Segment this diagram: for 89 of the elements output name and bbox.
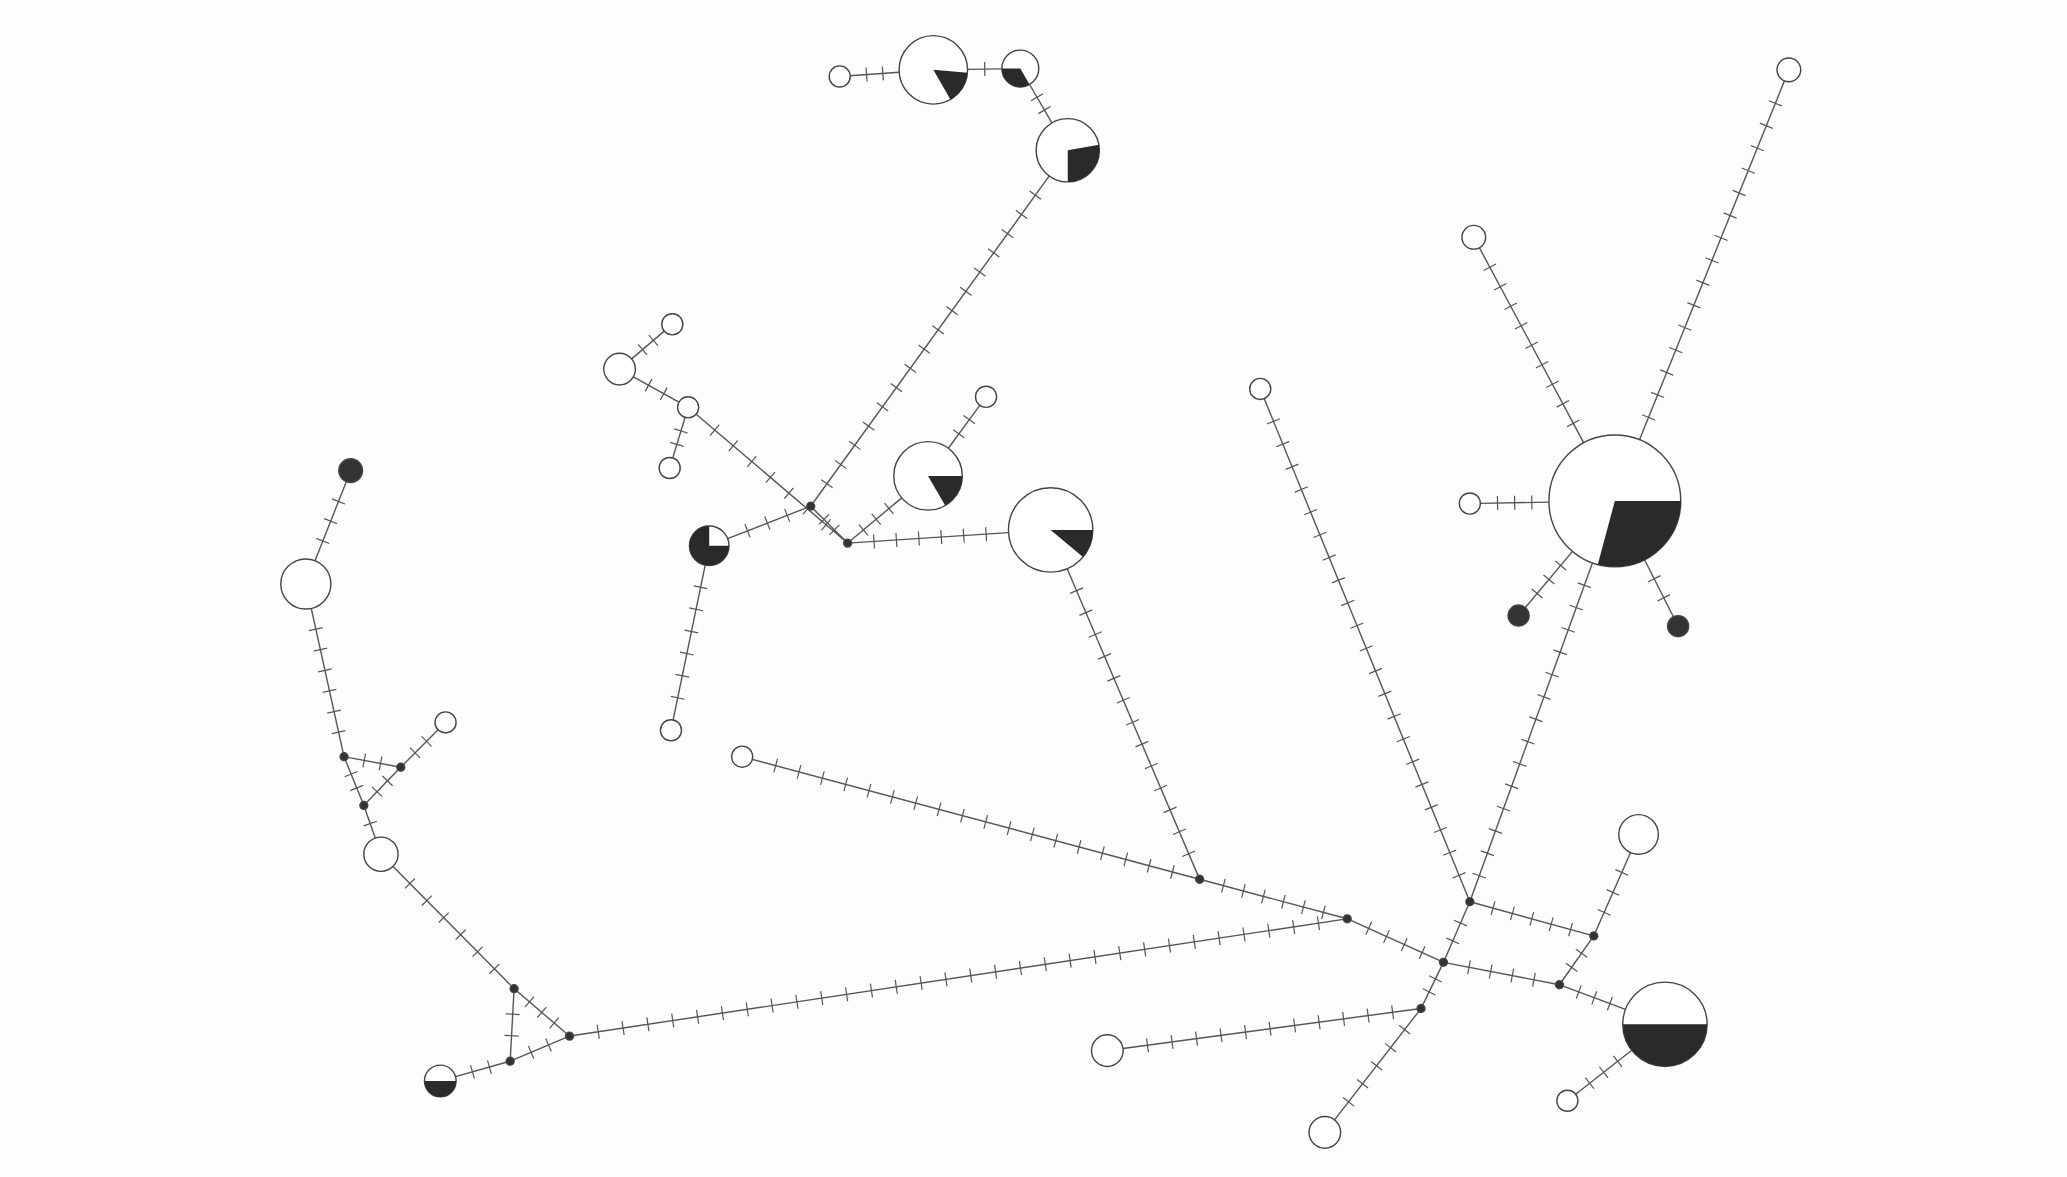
haplotype-pie-circle: [423, 1064, 457, 1098]
mutation-edge: [695, 413, 846, 542]
mutation-edge: [1562, 984, 1627, 1011]
median-vector-dot: [1416, 1003, 1426, 1014]
mutation-edge: [1561, 938, 1593, 983]
mutation-edge: [1263, 397, 1470, 899]
mutation-edge: [1575, 1049, 1633, 1095]
haplotype-pie-circle: [1001, 49, 1040, 88]
haplotype-pie-circle: [280, 558, 332, 610]
median-vector-dot: [509, 984, 519, 994]
mutation-edge: [572, 915, 1345, 1040]
haplotype-pie-circle: [1548, 434, 1682, 568]
mutation-edge: [1333, 1010, 1420, 1121]
haplotype-dot: [1666, 614, 1690, 638]
haplotype-pie-circle: [974, 385, 998, 409]
mutation-edge: [849, 65, 900, 83]
mutation-edge: [632, 376, 680, 403]
mutation-edge: [670, 564, 709, 721]
median-vector-dot: [1438, 957, 1449, 967]
mutation-edge: [1444, 904, 1469, 960]
mutation-edge: [726, 506, 808, 540]
mutation-edge: [1643, 559, 1675, 618]
mutation-edge: [1422, 965, 1443, 1006]
haplotype-pie-circle: [363, 836, 399, 873]
mutation-edge: [1478, 247, 1585, 444]
mutation-edge: [1028, 83, 1053, 124]
mutation-edge: [630, 330, 665, 360]
median-vector-dot: [1554, 980, 1565, 990]
mutation-edge: [1524, 550, 1574, 609]
haplotype-pie-circle: [1035, 117, 1101, 183]
median-vector-dot: [1194, 874, 1205, 884]
median-vector-dot: [396, 762, 406, 772]
mutation-edge: [503, 991, 521, 1058]
mutation-edge: [516, 990, 568, 1035]
median-vector-dot: [1342, 914, 1352, 924]
mutation-edge: [849, 497, 903, 542]
mutation-edge: [1202, 878, 1345, 920]
haplotype-pie-circle: [730, 745, 754, 768]
haplotype-pie-circle: [1556, 1089, 1579, 1112]
mutation-edge: [344, 759, 364, 803]
haplotype-pie-circle: [1622, 981, 1708, 1068]
mutation-edge: [812, 175, 1050, 504]
mutation-edge: [365, 769, 399, 804]
median-vector-dot: [359, 800, 369, 811]
mutation-edge: [314, 480, 347, 562]
mutation-edge: [1470, 562, 1594, 899]
mutation-edge: [669, 416, 689, 459]
mutation-edge: [812, 508, 846, 542]
mutation-edge: [513, 1036, 567, 1061]
median-vector-dot: [339, 752, 349, 762]
median-vector-dot: [1589, 931, 1599, 941]
mutation-edge: [347, 752, 398, 771]
median-vector-dot: [842, 538, 853, 548]
mutation-edge: [947, 404, 981, 449]
mutation-edge: [1472, 900, 1591, 937]
haplotype-pie-circle: [658, 456, 681, 480]
mutation-edge: [1066, 568, 1199, 877]
haplotype-pie-circle: [898, 34, 969, 105]
haplotype-pie-circle: [1249, 377, 1272, 401]
haplotype-pie-circle: [688, 525, 730, 567]
haplotype-pie-circle: [603, 352, 637, 386]
haplotype-pie-circle: [1090, 1034, 1124, 1068]
mutation-edge: [363, 808, 378, 839]
haplotype-pie-circle: [1007, 487, 1094, 573]
median-vector-dot: [564, 1031, 575, 1041]
mutation-edge: [1350, 919, 1441, 962]
mutation-edge: [1446, 959, 1557, 988]
mutation-edge: [308, 607, 347, 754]
mutation-edge: [1638, 80, 1786, 441]
haplotype-pie-circle: [676, 396, 700, 419]
haplotype-pie-circle: [1461, 224, 1487, 250]
haplotype-pie-circle: [1776, 57, 1802, 83]
mutation-edge: [392, 865, 513, 987]
haplotype-dot: [338, 458, 364, 484]
haplotype-dot: [1507, 604, 1530, 627]
haplotype-pie-circle: [659, 719, 683, 742]
haplotype-pie-circle: [434, 711, 457, 734]
mutation-edge: [1594, 851, 1632, 934]
haplotype-pie-circle: [1458, 492, 1482, 515]
haplotype-pie-circle: [1308, 1115, 1342, 1149]
haplotype-pie-circle: [661, 313, 684, 336]
mutation-edge: [402, 729, 439, 766]
haplotype-pie-circle: [828, 65, 851, 88]
median-vector-dot: [1465, 897, 1475, 907]
median-vector-dot: [505, 1056, 515, 1066]
median-vector-dot: [806, 501, 816, 511]
mutation-edge: [1122, 1004, 1418, 1053]
haplotype-pie-circle: [1618, 813, 1660, 855]
haplotype-pie-circle: [893, 440, 964, 511]
